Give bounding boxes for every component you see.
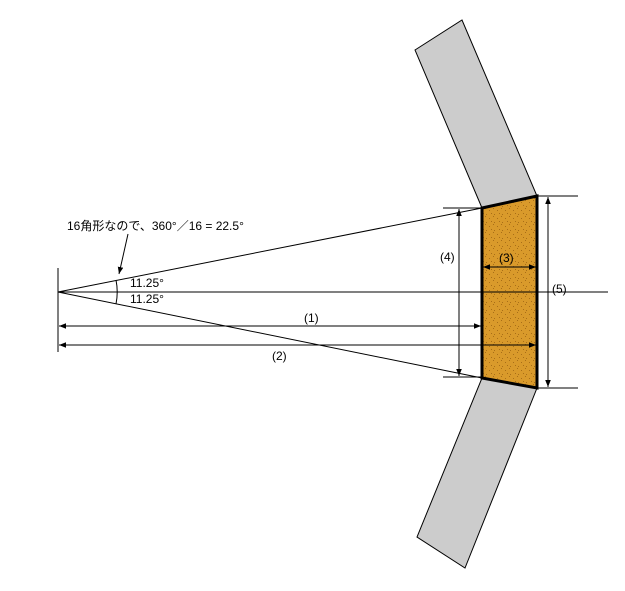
upper-radial-line — [57, 207, 483, 293]
angle-upper-label: 11.25° — [130, 276, 164, 290]
dim-5-label: (5) — [552, 282, 567, 296]
dim-1-label: (1) — [304, 311, 319, 325]
angle-arc — [115, 279, 118, 305]
dim-2-label: (2) — [272, 349, 287, 363]
lower-neighbor-segment — [416, 377, 538, 569]
note-pointer-arrow — [117, 233, 129, 275]
upper-neighbor-segment — [414, 19, 538, 209]
note-text: 16角形なので、360°／16 = 22.5° — [67, 219, 244, 233]
dim-4-label: (4) — [440, 250, 455, 264]
angle-lower-label: 11.25° — [130, 292, 164, 306]
lower-radial-line — [57, 291, 483, 379]
dim-3-label: (3) — [499, 251, 514, 265]
